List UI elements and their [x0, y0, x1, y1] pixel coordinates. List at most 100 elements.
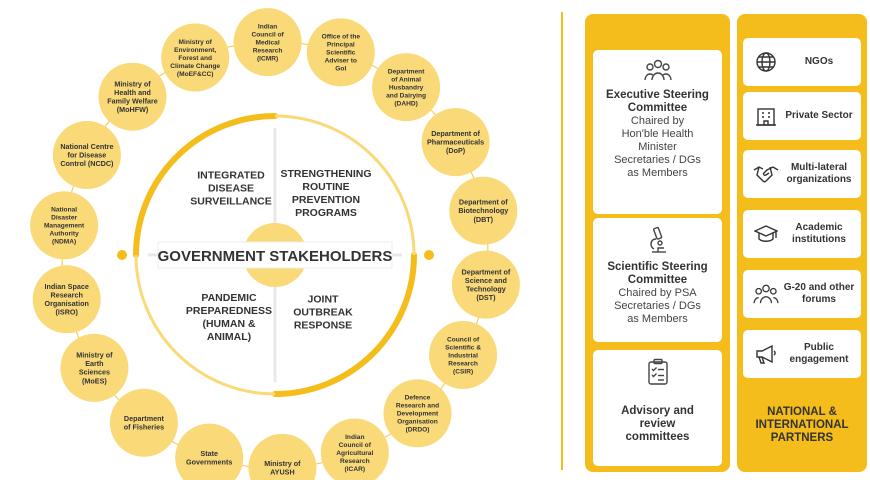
advisory-review-committees-card: Advisory and review committees: [593, 350, 722, 466]
right-dot: [424, 250, 434, 260]
partner-label: NGOs: [804, 56, 834, 67]
partner-card-private-sector: Private Sector: [743, 92, 861, 140]
stakeholder-circle: [161, 23, 230, 92]
committee-title: Scientific Steering Committee: [607, 261, 708, 286]
graduation-cap-icon: [751, 224, 781, 244]
microscope-icon: [646, 226, 670, 259]
title-bar: [157, 241, 393, 269]
stakeholder-circle: [372, 53, 441, 122]
stakeholder-circle: [52, 121, 121, 189]
clipboard-checklist-icon: [647, 358, 669, 391]
section-divider: [561, 12, 563, 470]
committee-description: Chaired by PSA Secretaries / DGs as Memb…: [614, 287, 701, 325]
stakeholder-circle: [306, 18, 375, 87]
partner-label: Private Sector: [785, 110, 853, 121]
partner-card-public-engagement: Public engagement: [743, 330, 861, 378]
stakeholder-circle: [383, 379, 452, 448]
committee-title: Advisory and review committees: [621, 405, 694, 443]
arc-bottom-right: [272, 252, 417, 397]
stakeholder-circle: [449, 176, 518, 245]
stakeholder-circle: [248, 433, 317, 480]
partners-panel: NGOs Private Sector Multi-lateral organi…: [737, 14, 867, 472]
stakeholder-circle: [32, 265, 101, 334]
partner-card-multilateral: Multi-lateral organizations: [743, 150, 861, 198]
building-icon: [751, 105, 781, 127]
partner-card-academic: Academic institutions: [743, 210, 861, 258]
megaphone-icon: [751, 343, 781, 365]
arc-bottom-left: [134, 254, 276, 396]
stakeholder-circle: [320, 418, 389, 480]
stakeholder-circle: [30, 191, 99, 260]
stakeholder-circle: [60, 333, 129, 402]
arc-top-left: [133, 113, 278, 258]
globe-icon: [751, 51, 781, 73]
partner-card-g20: G-20 and other forums: [743, 270, 861, 318]
committee-description: Chaired by Hon'ble Health Minister Secre…: [614, 115, 701, 179]
partner-card-ngos: NGOs: [743, 38, 861, 86]
stakeholder-circle: [421, 108, 490, 177]
committees-panel: Executive Steering Committee Chaired by …: [585, 14, 730, 472]
stakeholder-circle: [98, 62, 167, 131]
partners-title: NATIONAL & INTERNATIONAL PARTNERS: [755, 406, 849, 444]
stakeholder-circle: [109, 388, 178, 457]
handshake-icon: [751, 164, 781, 184]
partner-label: G-20 and other forums: [783, 282, 855, 305]
people-group-icon: [751, 283, 781, 305]
left-dot: [117, 250, 127, 260]
stakeholder-circle: [451, 250, 520, 319]
partner-label: Public engagement: [789, 342, 849, 365]
stakeholder-circle: [175, 423, 244, 480]
arc-top-right: [274, 114, 416, 256]
partner-label: Multi-lateral organizations: [786, 162, 852, 185]
executive-steering-committee-card: Executive Steering Committee Chaired by …: [593, 50, 722, 214]
stakeholder-circle: [429, 321, 498, 389]
committee-title: Executive Steering Committee: [606, 89, 709, 114]
stakeholder-circle: [233, 8, 302, 77]
scientific-steering-committee-card: Scientific Steering Committee Chaired by…: [593, 218, 722, 342]
partner-label: Academic institutions: [792, 222, 846, 245]
center-title: GOVERNMENT STAKEHOLDERS: [158, 248, 393, 265]
